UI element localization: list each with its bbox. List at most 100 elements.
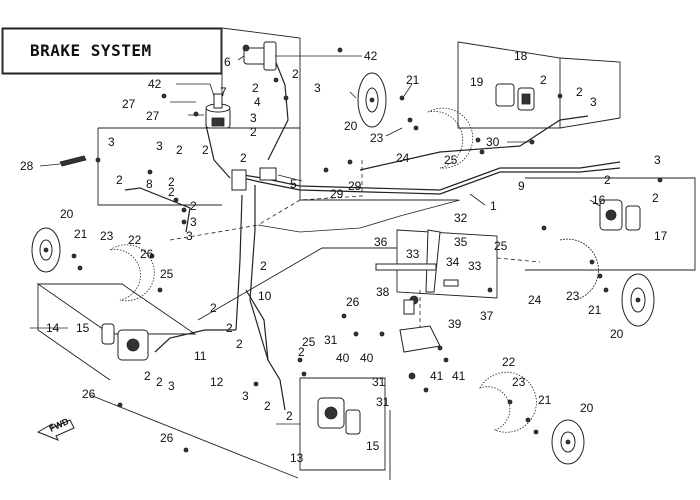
callout-2: 2	[252, 81, 259, 95]
callout-26: 26	[160, 431, 174, 445]
callout-25: 25	[302, 335, 316, 349]
callout-2: 2	[168, 175, 175, 189]
caliper-bottom	[317, 397, 361, 435]
callout-29: 29	[348, 179, 362, 193]
callout-10: 10	[258, 289, 272, 303]
reservoir	[205, 93, 231, 129]
disc-left	[31, 227, 61, 273]
callout-14: 14	[46, 321, 60, 335]
callout-28: 28	[20, 159, 34, 173]
callout-39: 39	[448, 317, 462, 331]
callout-2: 2	[210, 301, 217, 315]
callout-11: 11	[194, 349, 207, 363]
callout-3: 3	[168, 379, 175, 393]
callout-3: 3	[654, 153, 661, 167]
callout-23: 23	[566, 289, 580, 303]
callout-2: 2	[260, 259, 267, 273]
callout-3: 3	[250, 111, 257, 125]
callout-7: 7	[220, 85, 227, 99]
callout-17: 17	[654, 229, 668, 243]
title-block: BRAKE SYSTEM	[2, 28, 222, 74]
hardware-bolts	[71, 47, 663, 453]
callout-3: 3	[314, 81, 321, 95]
callout-21: 21	[588, 303, 602, 317]
callout-2: 2	[240, 151, 247, 165]
callout-13: 13	[290, 451, 304, 465]
callout-42: 42	[148, 77, 162, 91]
callout-2: 2	[540, 73, 547, 87]
callout-2: 2	[168, 185, 175, 199]
disc-top-left	[357, 72, 387, 128]
callout-37: 37	[480, 309, 494, 323]
callout-32: 32	[454, 211, 468, 225]
forward-arrow: FWD	[36, 416, 75, 441]
master-cylinder-top	[242, 41, 277, 71]
callout-27: 27	[146, 109, 160, 123]
dust-covers	[109, 107, 599, 433]
callout-22: 22	[502, 355, 516, 369]
caliper-top-right	[495, 83, 535, 111]
callout-24: 24	[528, 293, 542, 307]
bleeder-screw	[59, 155, 87, 167]
callout-40: 40	[360, 351, 374, 365]
callout-36: 36	[374, 235, 388, 249]
junction-block	[231, 167, 277, 191]
callout-numbers: 6 42 2 2 3 4 3 2 2 5 42 7 27 27 28 3 3 2…	[20, 49, 668, 465]
callout-21: 21	[406, 73, 420, 87]
callout-2: 2	[250, 125, 257, 139]
callout-31: 31	[324, 333, 338, 347]
callout-35: 35	[454, 235, 468, 249]
callout-2: 2	[236, 337, 243, 351]
callout-26: 26	[82, 387, 96, 401]
callout-3: 3	[108, 135, 115, 149]
caliper-right	[599, 199, 641, 231]
callout-1: 1	[490, 199, 497, 213]
callout-41: 41	[430, 369, 444, 383]
callout-25: 25	[494, 239, 508, 253]
callout-20: 20	[580, 401, 594, 415]
callout-3: 3	[242, 389, 249, 403]
caliper-left	[101, 323, 149, 361]
callout-2: 2	[156, 375, 163, 389]
callout-15: 15	[76, 321, 90, 335]
callout-2: 2	[298, 345, 305, 359]
diagram-title: BRAKE SYSTEM	[30, 41, 152, 60]
callout-23: 23	[370, 131, 384, 145]
callout-25: 25	[444, 153, 458, 167]
callout-2: 2	[264, 399, 271, 413]
callout-26: 26	[346, 295, 360, 309]
callout-5: 5	[290, 177, 297, 191]
callout-3: 3	[190, 215, 197, 229]
callout-2: 2	[604, 173, 611, 187]
callout-16: 16	[592, 193, 606, 207]
callout-15: 15	[366, 439, 380, 453]
callout-42: 42	[364, 49, 378, 63]
callout-29: 29	[330, 187, 344, 201]
disc-bottom-right	[551, 419, 585, 465]
callout-12: 12	[210, 375, 224, 389]
callout-23: 23	[512, 375, 526, 389]
callout-20: 20	[60, 207, 74, 221]
callout-3: 3	[590, 95, 597, 109]
callout-20: 20	[610, 327, 624, 341]
callout-34: 34	[446, 255, 460, 269]
callout-9: 9	[518, 179, 525, 193]
callout-leaders	[30, 55, 601, 425]
callout-3: 3	[186, 229, 193, 243]
callout-2: 2	[292, 67, 299, 81]
callout-31: 31	[372, 375, 386, 389]
callout-2: 2	[176, 143, 183, 157]
callout-30: 30	[486, 135, 500, 149]
callout-6: 6	[224, 55, 231, 69]
callout-18: 18	[514, 49, 528, 63]
callout-2: 2	[144, 369, 151, 383]
callout-2: 2	[576, 85, 583, 99]
callout-25: 25	[160, 267, 174, 281]
callout-2: 2	[226, 321, 233, 335]
brake-pedal-assembly	[375, 229, 459, 353]
callout-26: 26	[140, 247, 154, 261]
callout-8: 8	[146, 177, 153, 191]
callout-31: 31	[376, 395, 390, 409]
